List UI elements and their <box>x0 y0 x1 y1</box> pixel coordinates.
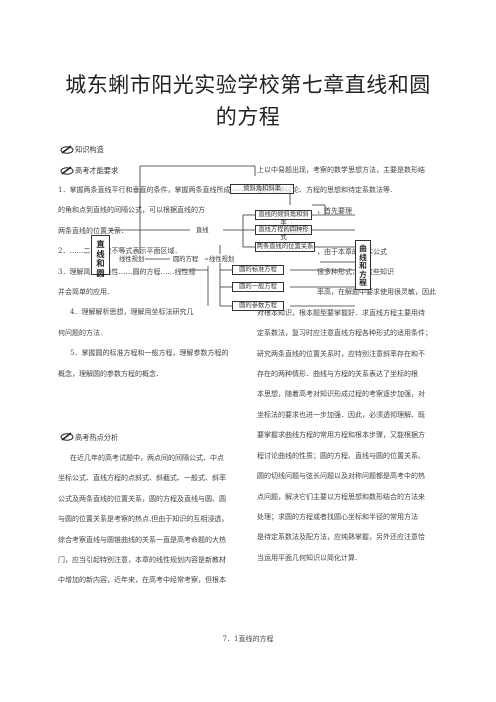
pen-icon <box>60 432 74 441</box>
text-line: 5．掌握圆的标准方程和一般方程，理解参数方程的 <box>70 349 229 358</box>
text-line: 概念，理解圆的参数方程的概念． <box>58 369 163 378</box>
text-line: 要掌握求曲线方程的常用方程和根本步骤，又能根据方 <box>257 431 425 440</box>
text-line: 4．理解解析思想，理解用坐标法研究几 <box>70 308 194 317</box>
text-line: 定系数法，复习时应注意直线方程各种形式的适用条件； <box>257 329 432 338</box>
text-line: 对根本知识，根本题型要掌握好．求直线方程主要用待 <box>257 308 425 317</box>
text-line: 研究两条直线的位置关系时，应特别注意斜率存在和不 <box>257 349 425 358</box>
text-line: 在近几年的高考试题中，两点间的间隔公式、中点 <box>70 454 224 462</box>
diagram-circle-item: 圆的参数方程 <box>232 301 284 311</box>
diagram-extra-label: 线性规划 <box>118 254 146 263</box>
pen-icon <box>60 145 74 154</box>
diagram-circle-node: 圆的方程 <box>172 254 200 263</box>
text-line: ，首先要理 <box>317 206 352 215</box>
text-line: 并会简单的应用． <box>58 288 114 297</box>
text-line: 坐标公式、直线方程的点斜式、斜截式、一般式、斜率 <box>58 474 226 483</box>
text-line: 率高，在解题中要求使用很灵敏，因此 <box>317 288 436 297</box>
diagram-line-item: 两条直线的位置关系 <box>255 242 315 252</box>
left-text-block: 1．掌握两条直线平行和垂直的条件，掌握两条直线所成 的角和点到直线的间隔公式，可… <box>58 180 230 384</box>
text-line: 圆的切线问题与弦长问题以及对称问题都是高考中的热 <box>257 472 425 481</box>
text-line: 点问题，解决它们主要以方程思想和数形结合的方法来 <box>257 492 425 501</box>
text-line: 中增加的新内容，近年来，在高考中经常考察，但根本 <box>58 576 226 585</box>
text-line: 何问题的方法． <box>58 328 107 337</box>
text-line: ，由于本章的根本公式 <box>317 247 387 256</box>
diagram-circle-item: 圆的一般方程 <box>232 282 284 292</box>
diagram-side-box: 曲 线 和 方 程 <box>355 240 371 290</box>
text-line: 3．理解简单的线性……圆的方程……线性规 <box>58 267 196 276</box>
text-line: 公式及两条直线的位置关系，圆的方程及直线与圆、圆 <box>58 494 226 503</box>
text-line: 当运用平面几何知识以简化计算. <box>257 553 358 562</box>
text-line: 与圆的位置关系是考察的热点.但由于知识的互相浸透， <box>58 515 229 524</box>
page-footer: 7．1直线的方程 <box>222 635 274 643</box>
text-line: 处理；求圆的方程或者找圆心坐标和半径的常用方法 <box>257 512 418 521</box>
left-text-block-2: 在近几年的高考试题中，两点间的间隔公式、中点 坐标公式、直线方程的点斜式、斜截式… <box>58 448 228 591</box>
text-line: 综合考察直线与圆锥曲线的关系一直是高考命题的大热 <box>58 535 226 544</box>
diagram-line-node: 直线 <box>195 225 210 234</box>
diagram-line-item: 直线方程的四种形式 <box>255 225 312 241</box>
text-line: 2．……二元一次不等式表示平面区域． <box>58 247 182 256</box>
section-structure: 知识构造 <box>75 145 104 154</box>
text-line: 上以中易题出现，考察的数学思想方法，主要是数形结 <box>257 166 425 174</box>
diagram-line-item: 倾斜角和斜率 <box>230 184 294 194</box>
text-line: 1．掌握两条直线平行和垂直的条件，掌握两条直线所成 <box>58 186 231 194</box>
diagram-line-item: 直线的倾斜角和斜率 <box>255 210 312 226</box>
section-hotspots: 高考热点分析 <box>75 433 119 442</box>
diagram-extra-label: 线性规划 <box>208 254 236 263</box>
page-title-line2: 的方程 <box>215 105 281 129</box>
text-line: 存在的两种情形．曲线与方程的关系表达了坐标的根 <box>257 370 418 379</box>
text-line: 的角和点到直线的间隔公式，可以根据直线的方 <box>58 206 205 215</box>
diagram-main-box: 直 线 和 圆 <box>91 235 110 277</box>
pen-icon <box>60 166 74 175</box>
text-line: 合、分类讨论、方程的思想和待定系数法等. <box>257 186 393 195</box>
text-line: 是待定系数法及配方法，应纯熟掌握，另外还应注意恰 <box>257 533 425 542</box>
section-requirements: 高考才能要求 <box>75 166 119 175</box>
text-line: 本思想，随着高考对知识形成过程的考察逐步加强，对 <box>257 390 425 399</box>
page-title-line1: 城东蜊市阳光实验学校第七章直线和圆 <box>65 73 431 97</box>
text-line: 坐标法的要求也进一步加强．因此，必须透彻理解、既 <box>257 410 425 419</box>
text-line: 程讨论曲线的性质；圆的方程、直线与圆的位置关系、 <box>257 451 425 460</box>
text-line: 门，应当引起特别注意，本章的线性规划内容是新教材 <box>58 556 226 565</box>
diagram-circle-item: 圆的标准方程 <box>232 265 284 275</box>
text-line: 两条直线的位置关系． <box>58 226 128 235</box>
